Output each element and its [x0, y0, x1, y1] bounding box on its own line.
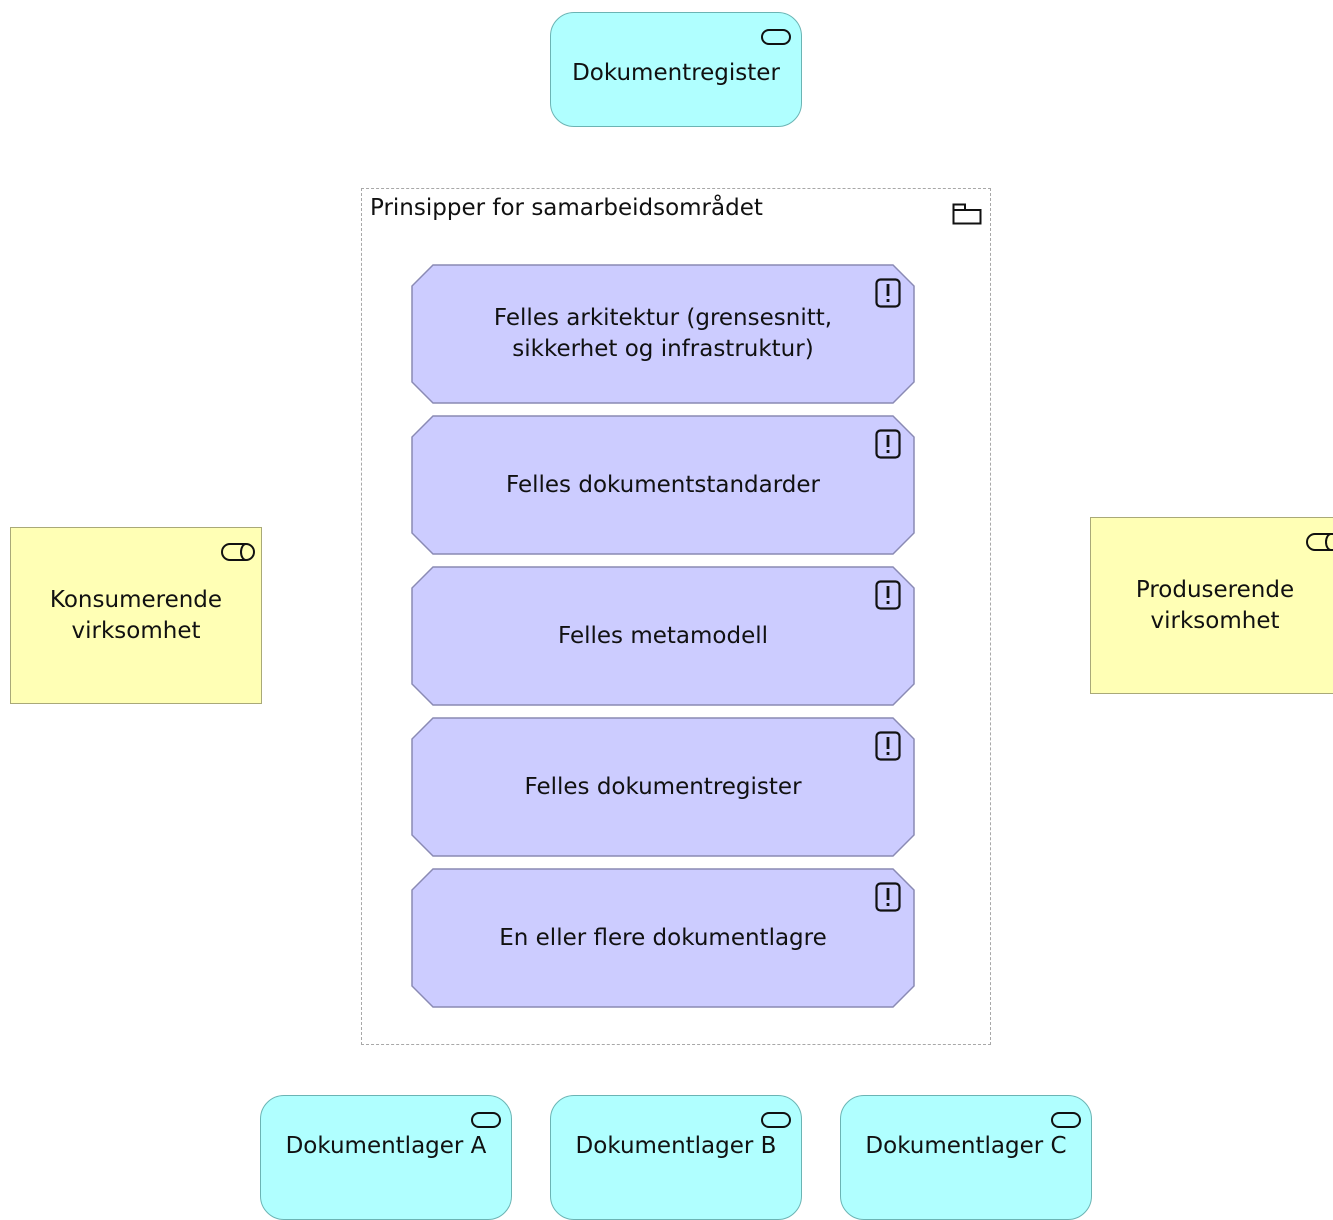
application-service-icon: [1051, 1112, 1081, 1128]
principle-dokumentlagre[interactable]: En eller flere dokumentlagre: [411, 868, 915, 1008]
service-label: Dokumentlager C: [865, 1133, 1067, 1159]
principle-label: Felles dokumentregister: [524, 773, 802, 800]
principle-felles-arkitektur[interactable]: Felles arkitektur (grensesnitt, sikkerhe…: [411, 264, 915, 404]
service-label: Dokumentlager B: [575, 1133, 777, 1159]
group-title: Prinsipper for samarbeidsområdet: [370, 195, 763, 221]
role-label: Konsumerende virksomhet: [49, 586, 223, 644]
principle-label: Felles dokumentstandarder: [506, 471, 820, 498]
service-label: Dokumentregister: [572, 60, 780, 86]
application-service-icon: [761, 1112, 791, 1128]
dokumentlager-b-service[interactable]: Dokumentlager B: [550, 1095, 802, 1220]
principle-exclamation-icon: [875, 580, 901, 610]
principle-label: Felles arkitektur (grensesnitt, sikkerhe…: [493, 305, 833, 362]
principle-exclamation-icon: [875, 731, 901, 761]
principle-felles-dokumentstandarder[interactable]: Felles dokumentstandarder: [411, 415, 915, 555]
principle-exclamation-icon: [875, 882, 901, 912]
dokumentlager-c-service[interactable]: Dokumentlager C: [840, 1095, 1092, 1220]
principle-felles-dokumentregister[interactable]: Felles dokumentregister: [411, 717, 915, 857]
dokumentlager-a-service[interactable]: Dokumentlager A: [260, 1095, 512, 1220]
role-label: Produserende virksomhet: [1135, 576, 1295, 634]
principles-group[interactable]: Prinsipper for samarbeidsområdet: [361, 188, 991, 1045]
business-role-icon: [1306, 533, 1333, 551]
principle-felles-metamodell[interactable]: Felles metamodell: [411, 566, 915, 706]
business-role-icon: [221, 543, 255, 561]
service-label: Dokumentlager A: [285, 1133, 487, 1159]
principle-label: En eller flere dokumentlagre: [499, 924, 827, 951]
konsumerende-virksomhet-role[interactable]: Konsumerende virksomhet: [10, 527, 262, 704]
application-service-icon: [761, 29, 791, 45]
grouping-folder-icon: [952, 203, 982, 225]
dokumentregister-service[interactable]: Dokumentregister: [550, 12, 802, 127]
principle-exclamation-icon: [875, 429, 901, 459]
application-service-icon: [471, 1112, 501, 1128]
principle-label: Felles metamodell: [557, 622, 769, 649]
principle-exclamation-icon: [875, 278, 901, 308]
produserende-virksomhet-role[interactable]: Produserende virksomhet: [1090, 517, 1333, 694]
